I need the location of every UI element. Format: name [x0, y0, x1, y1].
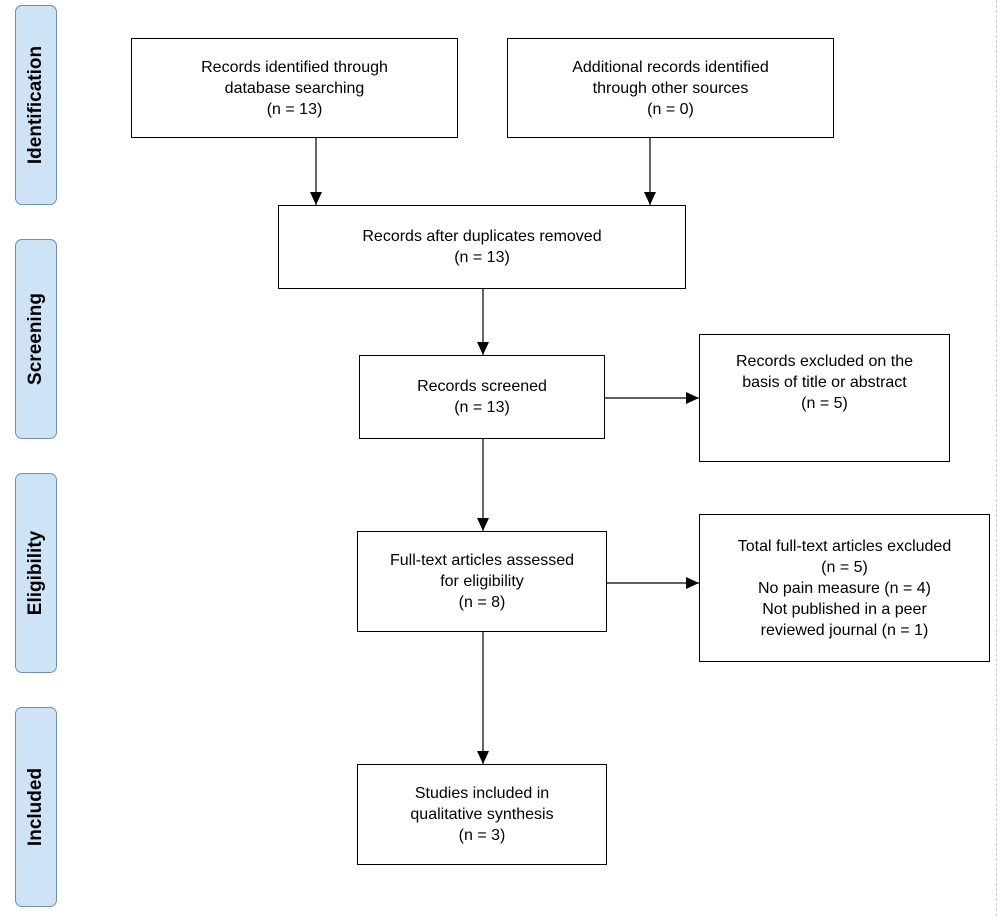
- included-studies-count: (n = 3): [458, 827, 506, 844]
- full-text-excluded-reason-2b: reviewed journal (n = 1): [760, 621, 929, 639]
- duplicates-removed-line-1: Records after duplicates removed: [362, 228, 602, 245]
- box-excluded-title-abstract: Records excluded on the basis of title o…: [699, 334, 950, 462]
- box-database-search: Records identified through database sear…: [131, 38, 458, 138]
- included-studies-line-2: qualitative synthesis: [410, 806, 554, 823]
- other-sources-line-1: Additional records identified: [572, 58, 769, 76]
- box-other-sources: Additional records identified through ot…: [507, 38, 834, 138]
- box-included-studies: Studies included in qualitative synthesi…: [357, 764, 607, 865]
- full-text-assessed-line-2: for eligibility: [440, 573, 524, 590]
- full-text-assessed-line-1: Full-text articles assessed: [389, 552, 575, 569]
- other-sources-line-2: through other sources: [592, 79, 749, 97]
- excluded-title-abstract-line-1: Records excluded on the: [736, 353, 913, 370]
- database-search-line-2: database searching: [224, 79, 365, 97]
- records-screened-count: (n = 13): [454, 399, 510, 416]
- other-sources-count: (n = 0): [647, 100, 694, 118]
- full-text-excluded-line-1: Total full-text articles excluded: [737, 537, 952, 555]
- full-text-excluded-reason-1: No pain measure (n = 4): [758, 579, 931, 597]
- box-records-screened: Records screened (n = 13): [359, 355, 605, 439]
- box-duplicates-removed: Records after duplicates removed (n = 13…: [278, 205, 686, 289]
- full-text-excluded-reason-2a: Not published in a peer: [762, 600, 927, 618]
- phase-identification: Identification: [15, 5, 57, 205]
- phase-included: Included: [15, 707, 57, 907]
- excluded-title-abstract-count: (n = 5): [801, 395, 848, 412]
- included-studies-line-1: Studies included in: [414, 785, 550, 802]
- page-edge-divider: [996, 0, 997, 916]
- box-full-text-excluded: Total full-text articles excluded (n = 5…: [699, 514, 990, 662]
- database-search-line-1: Records identified through: [201, 58, 388, 76]
- full-text-assessed-count: (n = 8): [458, 594, 506, 611]
- database-search-count: (n = 13): [266, 100, 323, 118]
- phase-screening: Screening: [15, 239, 57, 439]
- phase-eligibility: Eligibility: [15, 473, 57, 673]
- records-screened-line-1: Records screened: [417, 378, 547, 395]
- duplicates-removed-count: (n = 13): [454, 249, 510, 266]
- box-full-text-assessed: Full-text articles assessed for eligibil…: [357, 531, 607, 632]
- full-text-excluded-count: (n = 5): [821, 558, 868, 576]
- excluded-title-abstract-line-2: basis of title or abstract: [742, 374, 907, 391]
